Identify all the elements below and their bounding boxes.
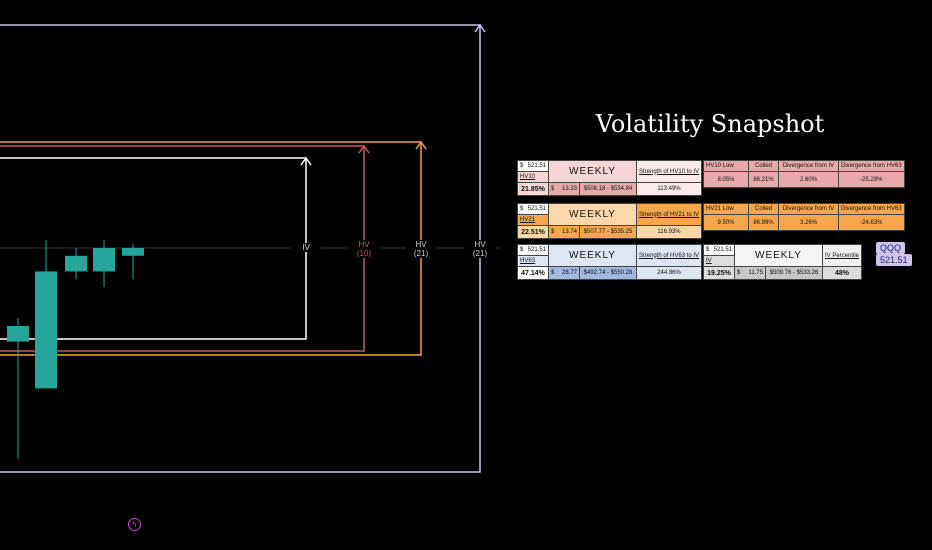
hv63-strength-label: Strength of HV63 to IV (635, 244, 703, 267)
hv10-stats-header-low: HV10 Low (703, 160, 749, 172)
hv63-arrow-icon (474, 23, 486, 33)
hv21-range: $507.77 - $535.25 (579, 225, 637, 239)
hv21-price-cell: $ 521.51 (517, 203, 549, 215)
hv10-label-line1: HV (358, 240, 370, 249)
candle-body (122, 248, 144, 256)
hv10-label: HV (10) (349, 240, 379, 258)
ticker-badge[interactable]: QQQ521.51 (876, 242, 932, 266)
hv10-arrow-icon (358, 144, 370, 154)
hv63-label-line1: HV (474, 240, 486, 249)
hv21-strength: 116.93% (635, 225, 703, 239)
hv21-arrow-icon (415, 140, 427, 150)
hv10-stats-table: HV10 Low Coiled Divergence from IV Diver… (703, 160, 905, 188)
hv10-stats-header-div-iv: Divergence from IV (778, 160, 839, 172)
iv-label: IV (291, 243, 321, 252)
iv-arrow-icon (300, 156, 312, 166)
hv10-stats-div-hv63: -25.29% (838, 171, 905, 188)
candle-body (7, 326, 29, 342)
hv21-label-line2: (21) (413, 249, 429, 258)
iv-weekly-header: WEEKLY (734, 244, 823, 267)
hv10-strength-label: Strength of HV10 to IV (635, 160, 703, 183)
hv10-stats-div-iv: 2.60% (778, 171, 839, 188)
iv-label-cell: IV (703, 255, 735, 267)
hv63-table: $ 521.51 WEEKLY Strength of HV63 to IV H… (517, 244, 703, 280)
hv63-strength: 244.86% (635, 266, 703, 280)
hv21-label-cell: HV21 (517, 214, 549, 226)
page-title: Volatility Snapshot (595, 110, 825, 138)
hv21-stats-header-coiled: Coiled (748, 203, 779, 215)
hv21-stats-coiled: 86.99% (748, 214, 779, 231)
hv21-stats-div-hv63: -24.63% (838, 214, 905, 231)
iv-price-cell: $ 521.51 (703, 244, 735, 256)
hv10-table: $ 521.51 WEEKLY Strength of HV10 to IV H… (517, 160, 703, 196)
hv21-weekly-header: WEEKLY (548, 203, 637, 226)
hv63-label-cell: HV63 (517, 255, 549, 267)
hv10-range: $508.18 - $534.84 (579, 182, 637, 196)
hv10-stats-header-coiled: Coiled (748, 160, 779, 172)
hv10-stats-coiled: 86.21% (748, 171, 779, 188)
hv63-label: HV (21) (465, 240, 495, 258)
hv63-value: 47.14% (517, 266, 549, 280)
hv10-stats-low: 8.05% (703, 171, 749, 188)
hv63-price-cell: $ 521.51 (517, 244, 549, 256)
hv10-label-cell: HV10 (517, 171, 549, 183)
lightning-icon[interactable]: ϟ (128, 518, 141, 531)
hv21-label-line1: HV (415, 240, 427, 249)
hv10-strength: 113.49% (635, 182, 703, 196)
hv10-weekly-header: WEEKLY (548, 160, 637, 183)
hv21-move-cell: $ 13.74 (548, 225, 580, 239)
hv63-label-line2: (21) (472, 249, 488, 258)
hv21-value: 22.51% (517, 225, 549, 239)
candle-body (93, 248, 115, 272)
candle-body (65, 255, 87, 272)
ticker-symbol: QQQ (876, 242, 906, 254)
hv10-move-cell: $ 13.33 (548, 182, 580, 196)
hv10-stats-header-div-hv63: Divergence from HV63 (838, 160, 905, 172)
candle-body (35, 271, 57, 389)
hv10-label-line2: (10) (356, 249, 372, 258)
hv21-label: HV (21) (406, 240, 436, 258)
hv63-weekly-header: WEEKLY (548, 244, 637, 267)
hv21-stats-header-div-iv: Divergence from IV (778, 203, 839, 215)
iv-range: $509.76 - $533.26 (765, 266, 823, 280)
iv-percentile-label: IV Percentile (821, 244, 863, 267)
hv21-stats-header-low: HV21 Low (703, 203, 749, 215)
iv-percentile: 48% (821, 266, 863, 280)
hv21-stats-header-div-hv63: Divergence from HV63 (838, 203, 905, 215)
hv21-stats-div-iv: 3.26% (778, 214, 839, 231)
hv21-stats-table: HV21 Low Coiled Divergence from IV Diver… (703, 203, 905, 231)
hv10-value: 21.85% (517, 182, 549, 196)
hv10-price-cell: $ 521.51 (517, 160, 549, 172)
hv21-stats-low: 9.50% (703, 214, 749, 231)
hv63-range: $492.74 - $550.28 (579, 266, 637, 280)
hv63-move-cell: $ 28.77 (548, 266, 580, 280)
iv-move-cell: $ 11.75 (734, 266, 766, 280)
hv21-table: $ 521.51 WEEKLY Strength of HV21 to IV H… (517, 203, 703, 239)
iv-value: 19.25% (703, 266, 735, 280)
iv-table: $ 521.51 WEEKLY IV Percentile IV 19.25% … (703, 244, 863, 280)
hv21-strength-label: Strength of HV21 to IV (635, 203, 703, 226)
ticker-price: 521.51 (876, 254, 912, 266)
